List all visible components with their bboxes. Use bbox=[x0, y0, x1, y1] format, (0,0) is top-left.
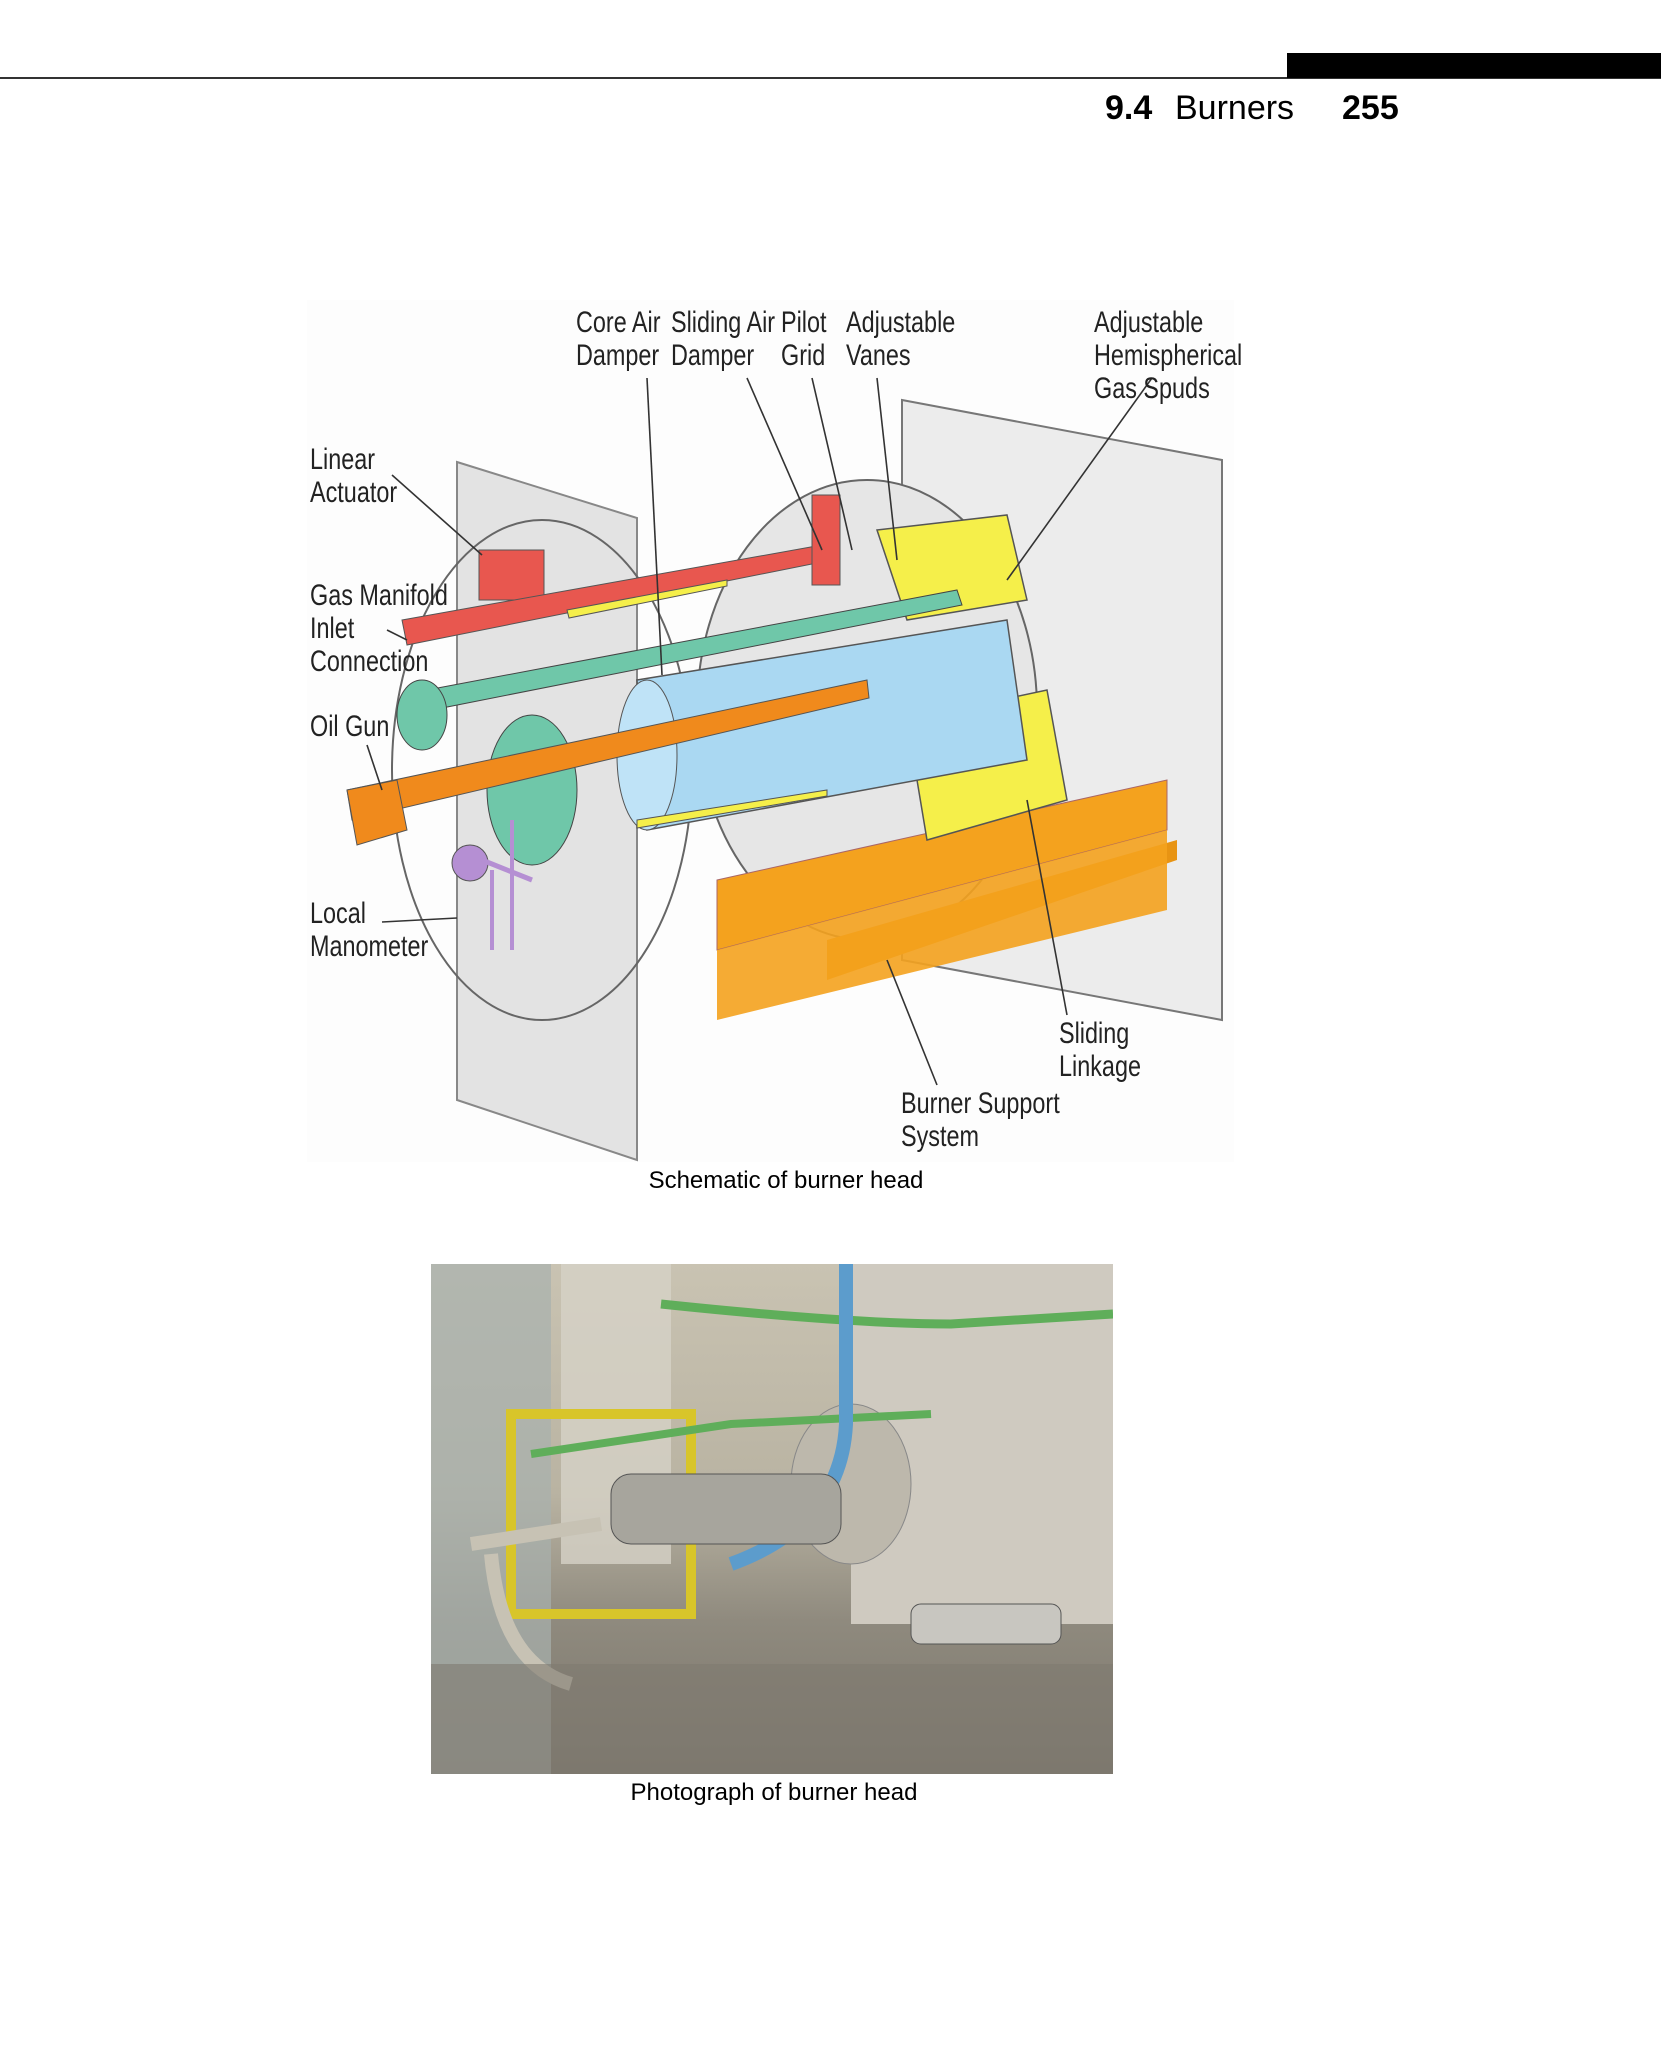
schematic-caption: Schematic of burner head bbox=[648, 1167, 924, 1194]
header-rule bbox=[0, 77, 1661, 79]
label-gas-manifold: Gas Manifold Inlet Connection bbox=[310, 579, 448, 678]
label-gas-spuds: Adjustable Hemispherical Gas Spuds bbox=[1094, 306, 1243, 405]
header-tab-bar bbox=[1287, 53, 1661, 78]
photo-caption: Photograph of burner head bbox=[630, 1779, 918, 1806]
label-burner-support: Burner Support System bbox=[901, 1087, 1060, 1153]
label-linear-actuator: Linear Actuator bbox=[310, 443, 398, 509]
section-title: Burners bbox=[1175, 89, 1295, 127]
label-sliding-air-damper: Sliding Air Damper bbox=[671, 306, 776, 372]
label-pilot-grid: Pilot Grid bbox=[781, 306, 827, 372]
page-number: 255 bbox=[1342, 89, 1399, 127]
burner-photograph bbox=[431, 1264, 1113, 1774]
label-adjustable-vanes: Adjustable Vanes bbox=[846, 306, 956, 372]
burner-photo-image bbox=[431, 1264, 1113, 1774]
burner-schematic-figure: Core Air Damper Sliding Air Damper Pilot… bbox=[307, 300, 1242, 1162]
label-local-manometer: Local Manometer bbox=[310, 897, 429, 963]
burner-schematic-drawing bbox=[346, 377, 1223, 1162]
label-core-air-damper: Core Air Damper bbox=[576, 306, 661, 372]
label-sliding-linkage: Sliding Linkage bbox=[1059, 1017, 1141, 1083]
section-number: 9.4 bbox=[1105, 89, 1153, 127]
label-oil-gun: Oil Gun bbox=[310, 710, 390, 743]
